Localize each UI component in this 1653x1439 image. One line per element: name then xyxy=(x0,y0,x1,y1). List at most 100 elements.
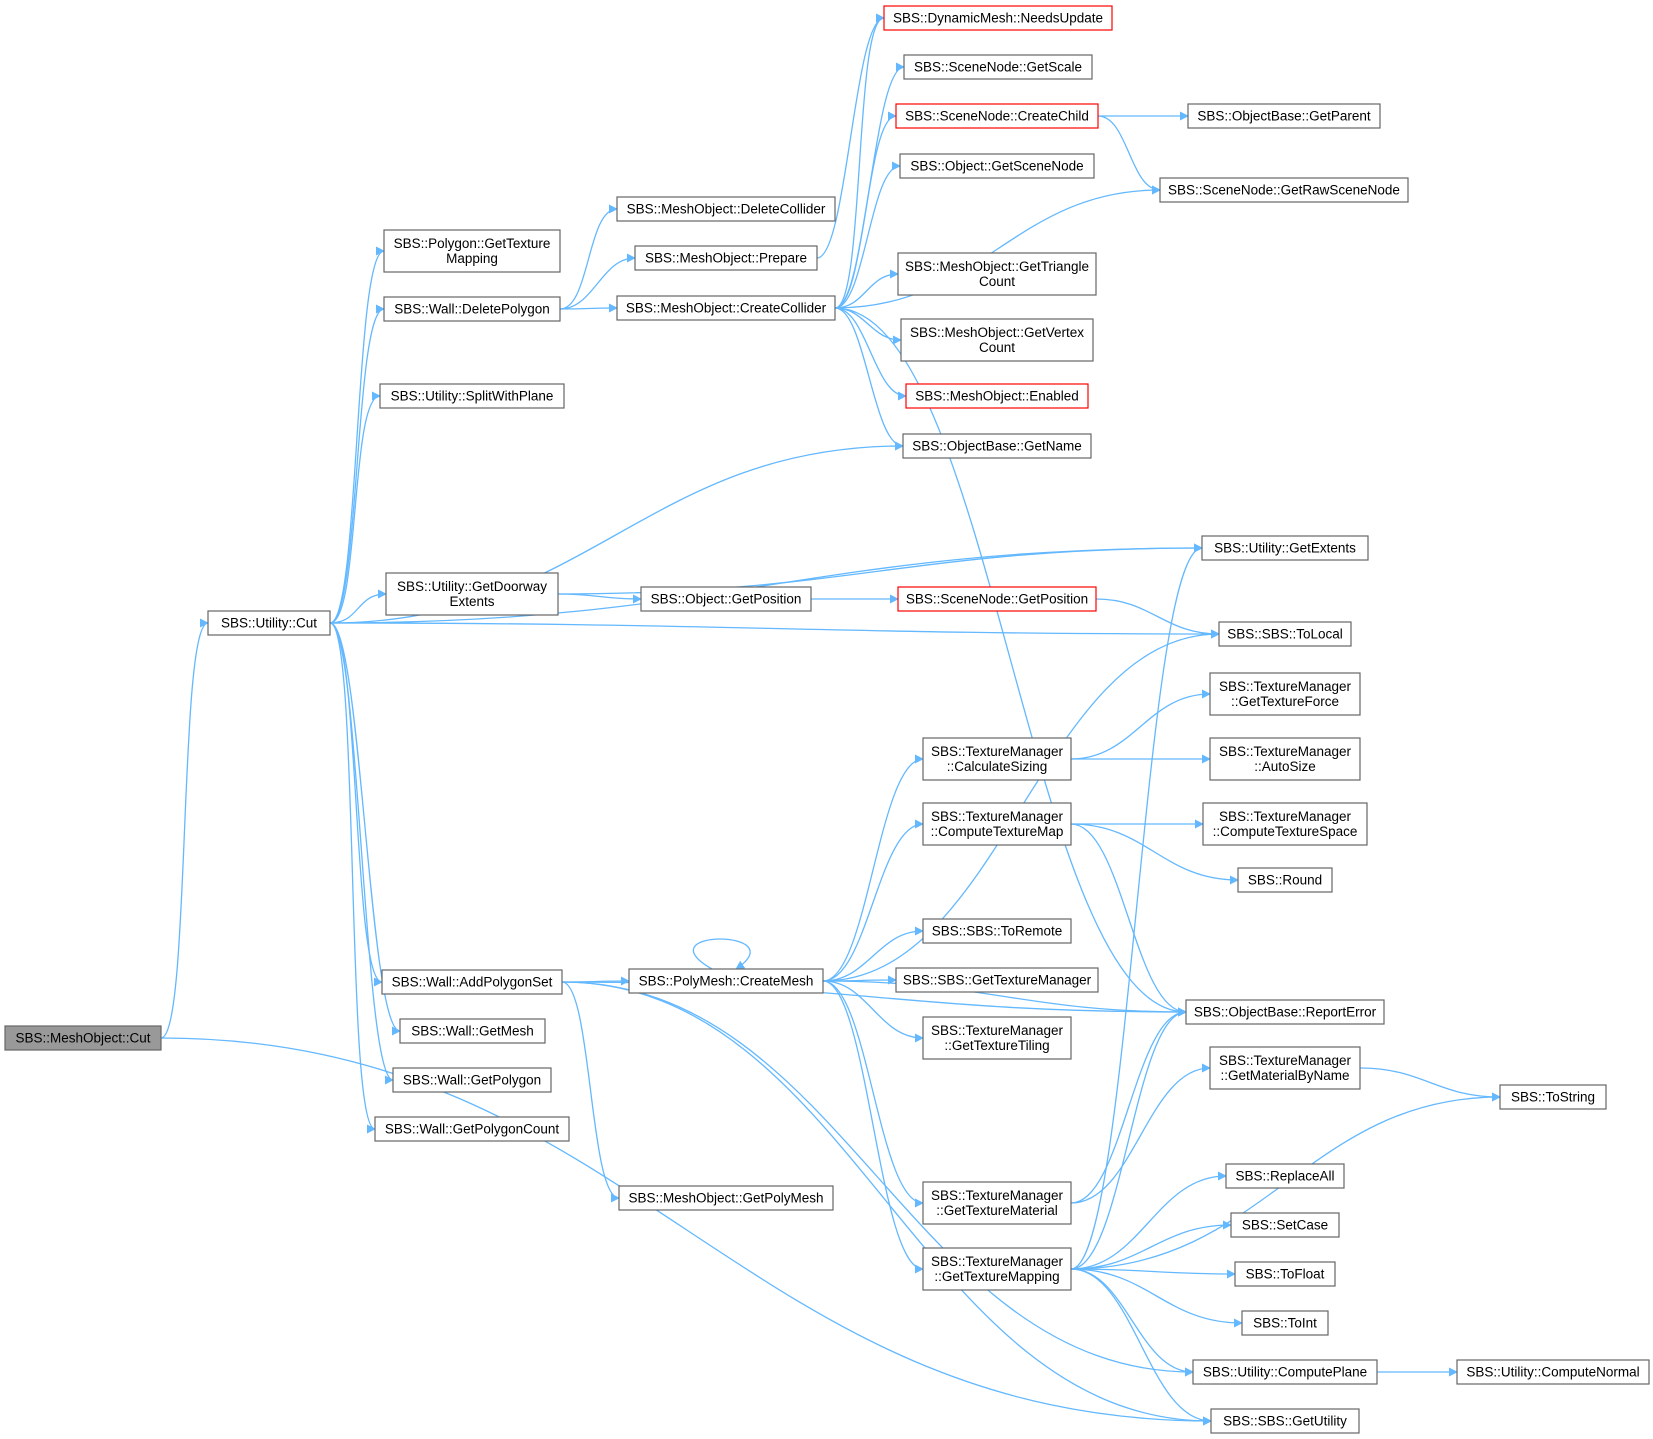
edge-delpoly-to-createcollider xyxy=(559,303,618,313)
edge-createmesh-to-reporterror xyxy=(822,980,1187,1017)
node-splitplane[interactable]: SBS::Utility::SplitWithPlane xyxy=(379,383,565,409)
node-computeplane[interactable]: SBS::Utility::ComputePlane xyxy=(1192,1359,1378,1385)
edge-gettexmapping-to-setcase xyxy=(1070,1220,1232,1270)
node-box xyxy=(922,802,1072,846)
node-needsupdate[interactable]: SBS::DynamicMesh::NeedsUpdate xyxy=(883,5,1113,31)
node-delpoly[interactable]: SBS::Wall::DeletePolygon xyxy=(383,296,561,322)
node-toremote[interactable]: SBS::SBS::ToRemote xyxy=(922,918,1072,944)
node-getmesh[interactable]: SBS::Wall::GetMesh xyxy=(399,1018,546,1044)
node-label: Extents xyxy=(449,594,494,609)
node-tostring[interactable]: SBS::ToString xyxy=(1499,1084,1607,1110)
node-getname[interactable]: SBS::ObjectBase::GetName xyxy=(902,433,1092,459)
node-getscenenode[interactable]: SBS::Object::GetSceneNode xyxy=(899,153,1095,179)
node-getscale[interactable]: SBS::SceneNode::GetScale xyxy=(903,54,1093,80)
node-gettextiling[interactable]: SBS::TextureManager::GetTextureTiling xyxy=(922,1016,1072,1060)
node-cut[interactable]: SBS::Utility::Cut xyxy=(207,610,331,636)
node-box xyxy=(1218,621,1352,647)
edge-root-to-cut xyxy=(160,618,209,1039)
node-tolocal[interactable]: SBS::SBS::ToLocal xyxy=(1218,621,1352,647)
node-gettexmap[interactable]: SBS::Polygon::GetTextureMapping xyxy=(383,229,561,273)
edge-cut-to-addpolyset xyxy=(329,622,383,987)
node-getpolygon[interactable]: SBS::Wall::GetPolygon xyxy=(392,1067,552,1093)
edge-gettexmaterial-to-reporterror xyxy=(1070,1007,1187,1204)
node-label: SBS::SBS::ToLocal xyxy=(1227,627,1343,642)
node-box xyxy=(905,383,1089,409)
node-getpolycount[interactable]: SBS::Wall::GetPolygonCount xyxy=(374,1116,570,1142)
node-box xyxy=(1237,867,1333,893)
node-box xyxy=(616,295,836,321)
node-getextents[interactable]: SBS::Utility::GetExtents xyxy=(1201,535,1369,561)
node-label: SBS::Utility::GetDoorway xyxy=(397,579,547,594)
node-objgetpos[interactable]: SBS::Object::GetPosition xyxy=(640,586,812,612)
node-box xyxy=(900,318,1094,362)
node-box xyxy=(379,383,565,409)
edge-root-to-getutility xyxy=(160,1037,1212,1426)
node-box xyxy=(1209,1046,1361,1090)
node-computenormal[interactable]: SBS::Utility::ComputeNormal xyxy=(1456,1359,1650,1385)
node-label: SBS::Wall::GetMesh xyxy=(411,1024,534,1039)
edge-createcollider-to-getrawscenenode xyxy=(834,185,1161,309)
node-computetexspace[interactable]: SBS::TextureManager::ComputeTextureSpace xyxy=(1202,802,1368,846)
node-box xyxy=(1209,737,1361,781)
node-getutility[interactable]: SBS::SBS::GetUtility xyxy=(1210,1408,1360,1434)
node-addpolyset[interactable]: SBS::Wall::AddPolygonSet xyxy=(381,969,563,995)
node-label: SBS::SceneNode::CreateChild xyxy=(905,109,1089,124)
node-box xyxy=(897,252,1097,296)
node-label: SBS::ToInt xyxy=(1253,1316,1317,1331)
node-box xyxy=(922,1016,1072,1060)
node-gettexmaterial[interactable]: SBS::TextureManager::GetTextureMaterial xyxy=(922,1181,1072,1225)
node-delcollider[interactable]: SBS::MeshObject::DeleteCollider xyxy=(616,196,836,222)
node-createmesh[interactable]: SBS::PolyMesh::CreateMesh xyxy=(628,968,824,994)
node-calcsizing[interactable]: SBS::TextureManager::CalculateSizing xyxy=(922,737,1072,781)
node-label: SBS::Object::GetSceneNode xyxy=(910,159,1083,174)
node-label: ::ComputeTextureSpace xyxy=(1213,824,1358,839)
node-root[interactable]: SBS::MeshObject::Cut xyxy=(4,1025,162,1051)
node-toint[interactable]: SBS::ToInt xyxy=(1241,1310,1329,1336)
node-gettexmgr[interactable]: SBS::SBS::GetTextureManager xyxy=(895,967,1099,993)
node-label: SBS::Wall::DeletePolygon xyxy=(394,302,550,317)
node-box xyxy=(897,586,1097,612)
node-createcollider[interactable]: SBS::MeshObject::CreateCollider xyxy=(616,295,836,321)
node-enabled[interactable]: SBS::MeshObject::Enabled xyxy=(905,383,1089,409)
node-label: SBS::MeshObject::DeleteCollider xyxy=(627,202,826,217)
node-label: ::AutoSize xyxy=(1254,759,1316,774)
node-label: ::GetTextureMapping xyxy=(934,1269,1059,1284)
node-getrawscenenode[interactable]: SBS::SceneNode::GetRawSceneNode xyxy=(1159,177,1409,203)
node-label: SBS::MeshObject::Cut xyxy=(15,1031,150,1046)
node-label: SBS::SBS::GetUtility xyxy=(1223,1414,1347,1429)
edge-createmesh-to-gettexmaterial xyxy=(822,980,924,1208)
node-getmatbyname[interactable]: SBS::TextureManager::GetMaterialByName xyxy=(1209,1046,1361,1090)
node-gettexforce[interactable]: SBS::TextureManager::GetTextureForce xyxy=(1209,672,1361,716)
node-replaceall[interactable]: SBS::ReplaceAll xyxy=(1225,1163,1345,1189)
edge-addpolyset-to-computeplane xyxy=(561,981,1194,1377)
edge-createcollider-to-reporterror xyxy=(834,307,1187,1017)
node-gettexmapping[interactable]: SBS::TextureManager::GetTextureMapping xyxy=(922,1247,1072,1291)
node-box xyxy=(1241,1310,1329,1336)
node-scenegetpos[interactable]: SBS::SceneNode::GetPosition xyxy=(897,586,1097,612)
node-reporterror[interactable]: SBS::ObjectBase::ReportError xyxy=(1185,999,1385,1025)
node-label: SBS::MeshObject::CreateCollider xyxy=(626,301,827,316)
node-label: SBS::SceneNode::GetPosition xyxy=(906,592,1088,607)
node-autosize[interactable]: SBS::TextureManager::AutoSize xyxy=(1209,737,1361,781)
node-setcase[interactable]: SBS::SetCase xyxy=(1230,1212,1340,1238)
node-prepare[interactable]: SBS::MeshObject::Prepare xyxy=(634,245,818,271)
node-tofloat[interactable]: SBS::ToFloat xyxy=(1234,1261,1336,1287)
node-createchild[interactable]: SBS::SceneNode::CreateChild xyxy=(895,103,1099,129)
node-box xyxy=(383,229,561,273)
node-computetexmap[interactable]: SBS::TextureManager::ComputeTextureMap xyxy=(922,802,1072,846)
node-label: SBS::Polygon::GetTexture xyxy=(394,236,551,251)
node-box xyxy=(1225,1163,1345,1189)
node-getparent[interactable]: SBS::ObjectBase::GetParent xyxy=(1187,103,1381,129)
node-label: SBS::ToFloat xyxy=(1246,1267,1325,1282)
node-box xyxy=(1234,1261,1336,1287)
node-getpolymesh[interactable]: SBS::MeshObject::GetPolyMesh xyxy=(618,1185,834,1211)
node-round[interactable]: SBS::Round xyxy=(1237,867,1333,893)
node-label: SBS::TextureManager xyxy=(1219,1053,1352,1068)
node-box xyxy=(381,969,563,995)
node-label: SBS::SceneNode::GetRawSceneNode xyxy=(1168,183,1400,198)
edge-createmesh-to-gettexmapping xyxy=(822,980,924,1274)
node-label: SBS::TextureManager xyxy=(931,1254,1064,1269)
